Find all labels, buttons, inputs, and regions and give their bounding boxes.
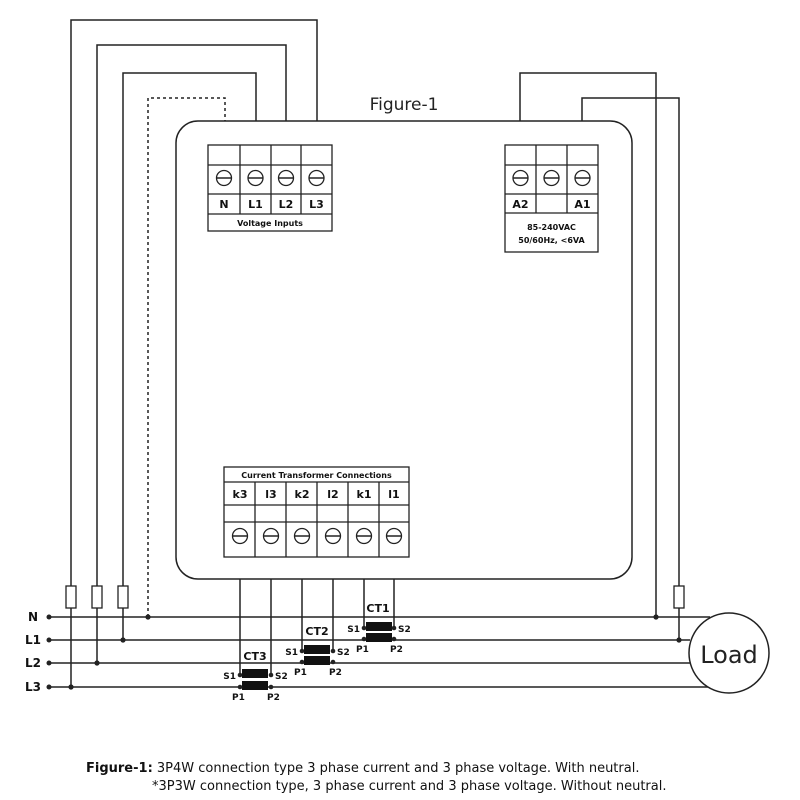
ct2-name: CT2 <box>305 625 328 638</box>
fuse-icon <box>673 585 685 609</box>
ct3-name: CT3 <box>243 650 266 663</box>
wire-l3-to-voltage <box>70 19 318 687</box>
ct2-p2: P2 <box>329 668 342 678</box>
ct2-s2: S2 <box>337 648 350 658</box>
line-label-l3: L3 <box>25 680 41 694</box>
ct3-s1: S1 <box>223 672 236 682</box>
junction-dot <box>145 614 151 620</box>
terminal-label-l1: L1 <box>248 198 263 211</box>
ct-connections-label: Current Transformer Connections <box>241 471 392 480</box>
line-label-l1: L1 <box>25 633 41 647</box>
load: Load <box>688 612 770 694</box>
caption-line1: Figure-1: 3P4W connection type 3 phase c… <box>86 760 766 778</box>
line-terminal-dot <box>46 614 52 620</box>
caption-text1: 3P4W connection type 3 phase current and… <box>152 761 640 776</box>
ct-connection-block: Current Transformer Connections k3 l3 k2… <box>223 466 410 558</box>
ct1-s1: S1 <box>347 625 360 635</box>
terminal-label-l1-ct: l1 <box>388 488 399 501</box>
power-supply-block: A2 A1 85-240VAC 50/60Hz, <6VA <box>504 144 599 253</box>
line-terminal-dot <box>46 684 52 690</box>
ct1-core-top <box>366 622 392 631</box>
voltage-inputs-label: Voltage Inputs <box>237 219 303 228</box>
voltage-input-block: N L1 L2 L3 Voltage Inputs <box>207 144 333 232</box>
junction-dot <box>653 614 659 620</box>
wire-a1-to-l1 <box>581 97 680 640</box>
power-wires <box>519 72 680 640</box>
terminal-label-a1: A1 <box>574 198 590 211</box>
ct1: CT1 S1 S2 P1 P2 <box>347 602 411 655</box>
ct2-s1: S1 <box>285 648 298 658</box>
terminal-label-l2: L2 <box>279 198 294 211</box>
ct2-core-bottom <box>304 656 330 665</box>
terminal-label-l3: L3 <box>309 198 324 211</box>
ct3-core-bottom <box>242 681 268 690</box>
terminal-label-a2: A2 <box>512 198 528 211</box>
caption-line2: *3P3W connection type, 3 phase current a… <box>152 779 667 794</box>
junction-dot <box>676 637 682 643</box>
terminal-label-k2: k2 <box>295 488 310 501</box>
load-circle <box>688 612 770 694</box>
ct1-name: CT1 <box>366 602 389 615</box>
junction-dot <box>94 660 100 666</box>
ct-wires <box>239 579 395 675</box>
line-terminal-dot <box>46 660 52 666</box>
terminal-label-k1: k1 <box>357 488 372 501</box>
terminal-label-l2-ct: l2 <box>327 488 338 501</box>
ct3-core-top <box>242 669 268 678</box>
wire-l1-to-voltage <box>122 72 257 640</box>
wire-l2-to-voltage <box>96 44 287 663</box>
figure-title: Figure-1 <box>370 95 439 115</box>
ct2: CT2 S1 S2 P1 P2 <box>285 625 350 678</box>
ct3: CT3 S1 S2 P1 P2 <box>223 650 288 703</box>
ct3-p1: P1 <box>232 693 245 703</box>
fuse-icon <box>91 585 103 609</box>
junction-dot <box>68 684 74 690</box>
ct1-s2: S2 <box>398 625 411 635</box>
voltage-screw-icons <box>215 169 325 187</box>
ct1-p1: P1 <box>356 645 369 655</box>
voltage-wires <box>70 19 318 687</box>
wire-n-to-voltage <box>147 97 226 617</box>
ct1-p2: P2 <box>390 645 403 655</box>
line-label-n: N <box>28 610 38 624</box>
junction-dot <box>120 637 126 643</box>
power-spec-line1: 85-240VAC <box>527 223 576 232</box>
terminal-label-n: N <box>219 198 228 211</box>
load-label: Load <box>700 641 758 669</box>
bus-lines <box>46 614 710 690</box>
fuse-icon <box>117 585 129 609</box>
ct2-p1: P1 <box>294 668 307 678</box>
meter-housing <box>175 120 633 580</box>
terminal-label-k3: k3 <box>233 488 248 501</box>
wire-a2-to-neutral <box>519 72 657 617</box>
fuse-icons <box>65 585 685 609</box>
caption-bold: Figure-1: <box>86 761 153 776</box>
ct-screw-icons <box>231 527 403 545</box>
line-terminal-dot <box>46 637 52 643</box>
figure-caption: Figure-1: 3P4W connection type 3 phase c… <box>86 760 766 796</box>
terminal-label-l3-ct: l3 <box>265 488 276 501</box>
ct2-core-top <box>304 645 330 654</box>
power-spec-line2: 50/60Hz, <6VA <box>518 236 585 245</box>
power-screw-icons <box>512 169 591 187</box>
ct1-core-bottom <box>366 633 392 642</box>
fuse-icon <box>65 585 77 609</box>
ct3-s2: S2 <box>275 672 288 682</box>
line-label-l2: L2 <box>25 656 41 670</box>
ct3-p2: P2 <box>267 693 280 703</box>
